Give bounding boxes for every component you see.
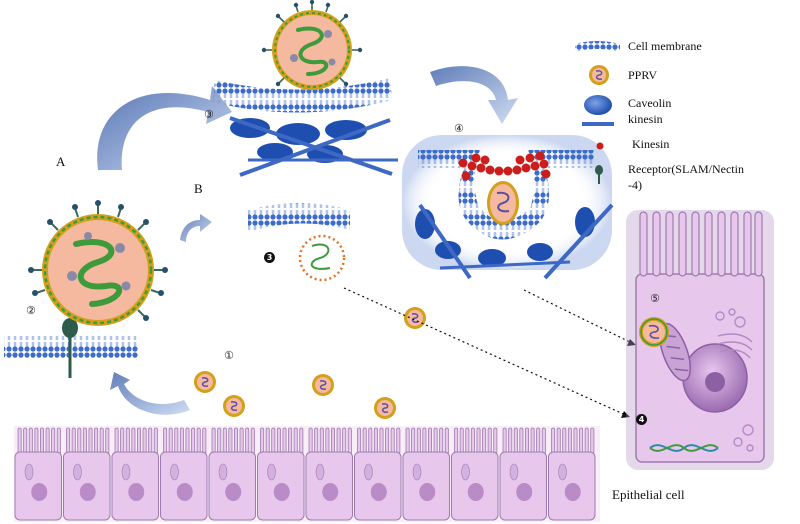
legend-receptor-icon: [595, 165, 603, 175]
large-epithelial-cell: [626, 210, 774, 470]
legend-receptor-label-2: -4): [628, 178, 642, 192]
dotted-arrow-step4: [523, 289, 637, 346]
step2-receptor-binding: [4, 200, 168, 378]
caveolin-ellipse: [257, 143, 293, 161]
kinesin-filament: [239, 118, 391, 177]
arrow-step3-to-step4: [430, 66, 518, 124]
legend-pprv-label: PPRV: [628, 68, 658, 82]
epithelial-cell: [548, 427, 596, 521]
label-a: A: [56, 154, 66, 169]
step3-caveolae-panel: [213, 0, 398, 177]
legend-kinesin-icon: [596, 142, 604, 150]
caveolin-ellipse: [325, 120, 367, 140]
epithelial-layer: [14, 426, 600, 522]
step4-pprv-virion: [487, 181, 519, 225]
epithelial-cell: [63, 427, 111, 521]
kinesin-filament: [229, 116, 393, 176]
step-b4-marker: 4: [636, 414, 647, 425]
step3-pprv-virion: [261, 0, 363, 90]
legend-kinesin-label: Kinesin: [632, 137, 670, 151]
legend-pprv-icon: [589, 65, 609, 85]
step-1-marker: ①: [224, 349, 234, 362]
step3-membrane: [213, 78, 392, 113]
arrow-a-to-step3: [97, 86, 232, 170]
step4-invagination-panel: [402, 135, 614, 280]
legend: [575, 41, 620, 184]
epithelial-cell: [402, 427, 450, 521]
epithelial-cell: [111, 427, 159, 521]
cell-pprv-virion: [639, 317, 669, 347]
arrow-return-to-step2: [110, 372, 190, 415]
epithelial-cell: [499, 427, 547, 521]
epithelial-cell: [160, 427, 208, 521]
arrow-small-b: [180, 214, 212, 242]
legend-cell-membrane-label: Cell membrane: [628, 39, 702, 53]
legend-membrane-icon: [575, 41, 620, 52]
stepB-membrane-fusion: [248, 203, 350, 282]
kinesin-ring: [458, 151, 551, 181]
epithelial-cell: [257, 427, 305, 521]
legend-receptor-label: Receptor(SLAM/Nectin: [628, 162, 744, 176]
label-b: B: [194, 181, 203, 196]
step-5-marker: ⑤: [650, 292, 660, 305]
epithelial-cell: [208, 427, 256, 521]
epithelial-cell: [305, 427, 353, 521]
epithelial-cell: [14, 427, 62, 521]
epithelial-cell-label: Epithelial cell: [612, 487, 685, 502]
step-4-marker: ④: [454, 122, 464, 135]
free-virions: [194, 307, 426, 419]
step2-pprv-virion: [28, 200, 168, 326]
legend-kinesin-line-label: kinesin: [628, 112, 663, 126]
epithelial-cell: [451, 427, 499, 521]
epithelial-cell: [354, 427, 402, 521]
step-2-marker: ②: [26, 304, 36, 317]
dotted-arrow-b3: [343, 287, 631, 418]
legend-caveolin-icon: [584, 95, 612, 115]
step-3-marker: ③: [204, 108, 214, 121]
step-b3-marker: 3: [264, 252, 275, 263]
legend-caveolin-label: Caveolin: [628, 96, 672, 110]
